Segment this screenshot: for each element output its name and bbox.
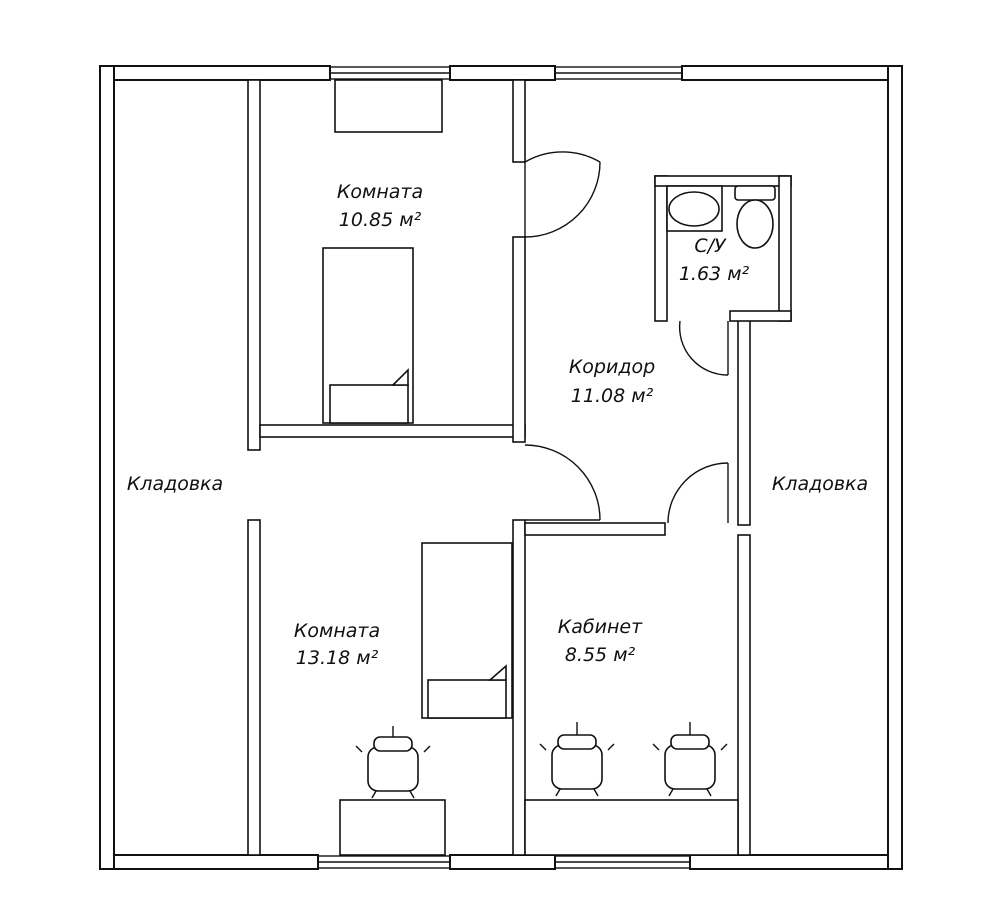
- door-icon: [524, 151, 729, 524]
- toilet-icon: [734, 185, 776, 249]
- desk-icon: [524, 799, 739, 856]
- room-1-name: Комната: [337, 181, 423, 203]
- chair-icon: [652, 722, 728, 797]
- office-name: Кабинет: [558, 616, 643, 638]
- bathroom-area: 1.63 м²: [679, 263, 750, 285]
- room-labels: Комната 10.85 м² Комната 13.18 м² Коридо…: [127, 181, 868, 669]
- chair-icon: [355, 726, 431, 799]
- room-2-area: 13.18 м²: [296, 647, 379, 669]
- corridor-area: 11.08 м²: [571, 385, 654, 407]
- chair-icon: [539, 722, 615, 797]
- bathroom-name: С/У: [694, 235, 727, 257]
- interior-walls: [247, 79, 792, 856]
- storage-left-name: Кладовка: [127, 473, 223, 495]
- office-area: 8.55 м²: [565, 644, 636, 666]
- desk-icon: [339, 799, 446, 856]
- bed-icon: [322, 79, 443, 424]
- storage-right-name: Кладовка: [772, 473, 868, 495]
- room-2-name: Комната: [294, 620, 380, 642]
- window-icon: [317, 66, 691, 869]
- corridor-name: Коридор: [569, 356, 655, 378]
- bed-icon: [421, 542, 513, 719]
- room-1-area: 10.85 м²: [339, 209, 422, 231]
- sink-icon: [666, 185, 723, 232]
